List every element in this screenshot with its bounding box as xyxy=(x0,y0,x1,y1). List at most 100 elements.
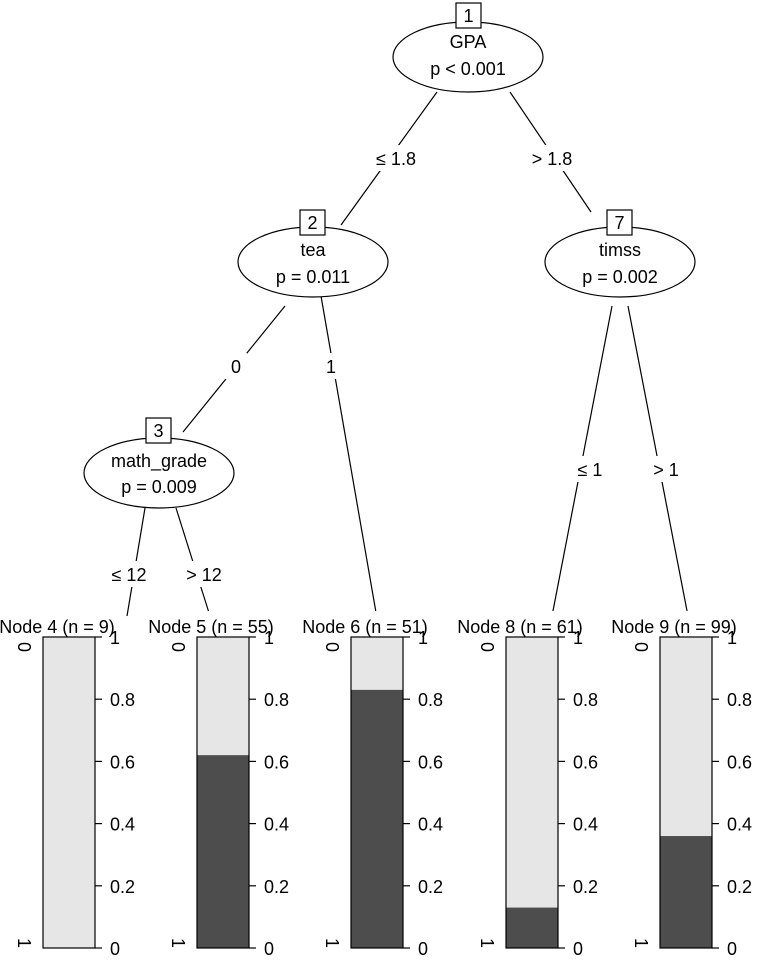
node-id: 7 xyxy=(614,213,624,233)
axis-tick-label: 0 xyxy=(264,939,274,959)
class-label-bottom: 1 xyxy=(168,938,188,948)
edge-label-n1-left: ≤ 1.8 xyxy=(376,149,416,169)
axis-tick-label: 0 xyxy=(573,939,583,959)
axis-tick-label: 0.4 xyxy=(264,815,289,835)
label-backing xyxy=(460,611,580,635)
axis-tick-label: 0.4 xyxy=(727,815,752,835)
terminal-node-label: Node 8 (n = 61) xyxy=(457,617,583,637)
axis-tick-label: 0.6 xyxy=(110,752,135,772)
axis-tick-label: 0.2 xyxy=(264,877,289,897)
inner-node-7: 7 timss p = 0.002 xyxy=(544,209,696,298)
terminal-node: Node 6 (n = 51) 0 0.2 0.4 0.6 0.8 1 0 1 xyxy=(302,611,443,959)
edge-label-n3-left: ≤ 12 xyxy=(112,565,147,585)
node-id: 3 xyxy=(153,421,163,441)
bar-class-0 xyxy=(506,637,558,948)
axis-tick-label: 0.6 xyxy=(264,752,289,772)
edge-label-n2-left: 0 xyxy=(231,357,241,377)
bar-class-1 xyxy=(197,755,249,948)
bar-outline xyxy=(196,636,250,949)
terminal-node: Node 4 (n = 9) 0 0.2 0.4 0.6 0.8 1 0 1 xyxy=(0,611,135,959)
class-label-bottom: 1 xyxy=(322,938,342,948)
axis-tick-label: 0.6 xyxy=(418,752,443,772)
axis-tick-label: 0.2 xyxy=(418,877,443,897)
bar-outline xyxy=(42,636,96,949)
class-label-top: 0 xyxy=(477,642,497,652)
terminal-node: Node 9 (n = 99) 0 0.2 0.4 0.6 0.8 1 0 1 xyxy=(611,611,752,959)
axis-tick-label: 0.6 xyxy=(573,752,598,772)
edge-label-n7-left: ≤ 1 xyxy=(578,460,603,480)
node-variable: GPA xyxy=(450,32,487,52)
tree-edges xyxy=(126,91,689,625)
edge-labels: ≤ 1.8 > 1.8 0 1 ≤ 12 > 12 ≤ 1 > 1 xyxy=(106,145,684,587)
inner-node-1: 1 GPA p < 0.001 xyxy=(392,2,544,93)
bar-class-0 xyxy=(43,637,95,948)
axis-tick-label: 0.2 xyxy=(573,877,598,897)
axis-tick-label: 1 xyxy=(110,628,120,648)
bar-outline xyxy=(350,636,404,949)
axis-tick-label: 0 xyxy=(727,939,737,959)
node-id: 2 xyxy=(307,213,317,233)
edge-2-6 xyxy=(320,295,379,625)
axis-tick-label: 0 xyxy=(418,939,428,959)
axis-tick-label: 0.2 xyxy=(727,877,752,897)
node-pvalue: p < 0.001 xyxy=(430,59,506,79)
axis-tick-label: 1 xyxy=(264,628,274,648)
class-label-bottom: 1 xyxy=(631,938,651,948)
inner-node-2: 2 tea p = 0.011 xyxy=(237,209,389,298)
axis-tick-label: 0 xyxy=(110,939,120,959)
terminal-node: Node 8 (n = 61) 0 0.2 0.4 0.6 0.8 1 0 1 xyxy=(457,611,598,959)
terminal-node-label: Node 6 (n = 51) xyxy=(302,617,428,637)
axis-tick-label: 0.8 xyxy=(264,690,289,710)
node-id-box xyxy=(606,209,633,236)
label-backing xyxy=(0,611,117,635)
terminal-node: Node 5 (n = 55) 0 0.2 0.4 0.6 0.8 1 0 1 xyxy=(148,611,289,959)
bar-class-1 xyxy=(506,907,558,948)
axis-tick-label: 0.6 xyxy=(727,752,752,772)
axis-tick-label: 1 xyxy=(573,628,583,648)
edge-label-n3-right: > 12 xyxy=(186,565,222,585)
edge-label-n2-right: 1 xyxy=(326,357,336,377)
axis-tick-label: 0.4 xyxy=(418,815,443,835)
axis-tick-label: 0.8 xyxy=(110,690,135,710)
edge-label-n1-right: > 1.8 xyxy=(532,149,573,169)
label-backing xyxy=(151,611,271,635)
class-label-top: 0 xyxy=(631,642,651,652)
terminal-node-label: Node 9 (n = 99) xyxy=(611,617,737,637)
inner-node-3: 3 math_grade p = 0.009 xyxy=(83,417,235,509)
label-backing xyxy=(305,611,425,635)
node-variable: timss xyxy=(599,240,641,260)
node-pvalue: p = 0.011 xyxy=(276,267,350,287)
node-id-box xyxy=(455,2,482,29)
axis-tick-label: 1 xyxy=(418,628,428,648)
bar-class-1 xyxy=(660,836,712,948)
node-ellipse xyxy=(83,437,235,509)
axis-tick-label: 0.4 xyxy=(110,815,135,835)
terminal-node-label: Node 4 (n = 9) xyxy=(0,617,115,637)
axis-tick-label: 1 xyxy=(727,628,737,648)
axis-tick-label: 0.2 xyxy=(110,877,135,897)
node-variable: tea xyxy=(300,240,326,260)
axis-tick-label: 0.8 xyxy=(573,690,598,710)
node-id: 1 xyxy=(463,6,473,26)
terminal-node-label: Node 5 (n = 55) xyxy=(148,617,274,637)
class-label-bottom: 1 xyxy=(14,938,34,948)
node-variable: math_grade xyxy=(111,451,207,472)
label-backing xyxy=(614,611,734,635)
class-label-top: 0 xyxy=(322,642,342,652)
class-label-top: 0 xyxy=(14,642,34,652)
axis-tick-label: 0.8 xyxy=(727,690,752,710)
axis-tick-label: 0.4 xyxy=(573,815,598,835)
node-id-box xyxy=(299,209,326,236)
class-label-top: 0 xyxy=(168,642,188,652)
edge-label-n7-right: > 1 xyxy=(653,460,679,480)
node-id-box xyxy=(145,417,172,444)
bar-outline xyxy=(505,636,559,949)
node-pvalue: p = 0.009 xyxy=(121,477,197,497)
bar-class-1 xyxy=(351,689,403,948)
node-pvalue: p = 0.002 xyxy=(582,267,658,287)
class-label-bottom: 1 xyxy=(477,938,497,948)
bar-outline xyxy=(659,636,713,949)
axis-tick-label: 0.8 xyxy=(418,690,443,710)
